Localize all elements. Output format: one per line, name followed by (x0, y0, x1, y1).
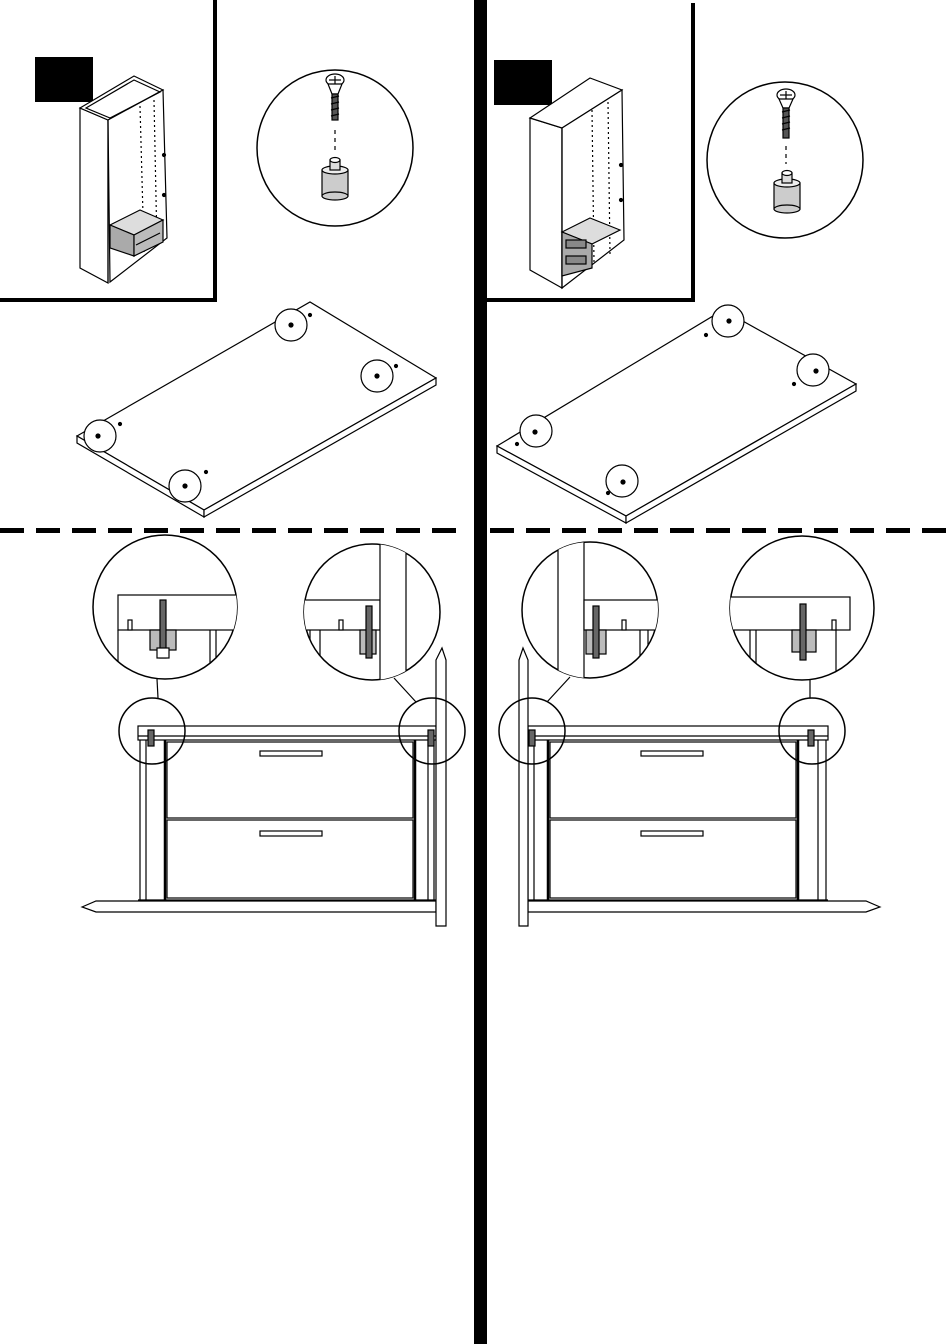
dashed-separator-right (490, 528, 950, 533)
arrow-icon (436, 648, 446, 926)
arrow-icon (82, 901, 436, 912)
drawer-unit-front (82, 648, 465, 926)
drawer-handle (641, 751, 703, 756)
hole-mark (797, 354, 829, 386)
step-number-box (494, 60, 552, 105)
step-illustration-left (0, 0, 474, 1344)
center-divider (474, 0, 487, 1344)
step-panel-left (0, 0, 474, 1344)
drawer-handle (260, 751, 322, 756)
step-panel-right (487, 0, 950, 1344)
wardrobe-overview-icon (530, 78, 624, 288)
arrow-icon (528, 901, 880, 912)
drawer-handle (641, 831, 703, 836)
drawer-handle (260, 831, 322, 836)
hardware-magnifier (707, 82, 863, 238)
detail-magnifier-right (522, 536, 874, 702)
step-number-box (35, 57, 93, 102)
drawer-unit-front (499, 648, 880, 926)
top-panel-drawing (77, 302, 436, 517)
detail-magnifier-left (93, 535, 440, 702)
hardware-magnifier (257, 70, 413, 226)
arrow-icon (519, 648, 528, 926)
top-panel-drawing (497, 305, 856, 523)
step-illustration-right (487, 0, 950, 1344)
dashed-separator-left (0, 528, 462, 533)
wardrobe-overview-icon (80, 76, 167, 283)
